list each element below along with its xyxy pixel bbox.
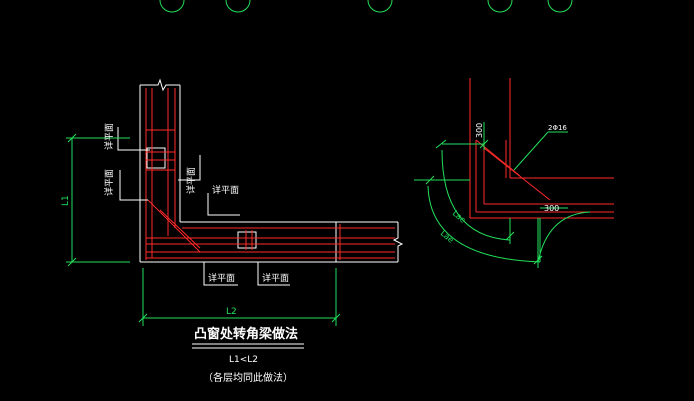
- title-block: 凸窗处转角梁做法 L1<L2 （各层均同此做法）: [192, 326, 304, 384]
- formula-text: L1<L2: [229, 355, 258, 365]
- rebar-label: 2Φ16: [548, 124, 567, 132]
- left-rebar: [145, 88, 395, 260]
- top-axis-circles: [159, 0, 573, 13]
- dim-L2: L2: [226, 307, 237, 317]
- right-detail-outline: [469, 78, 614, 219]
- label-xiangpingmian-4: 详平面: [212, 184, 239, 196]
- dim-L1: L1: [61, 195, 71, 206]
- left-leader-lines: [117, 127, 290, 286]
- title-text: 凸窗处转角梁做法: [194, 326, 298, 342]
- left-beam-outline: [139, 78, 404, 263]
- label-xiangpingmian-3: 详平面: [185, 167, 197, 194]
- dim-300-top: 300: [475, 123, 484, 138]
- label-xiangpingmian-1: 详平面: [103, 123, 115, 150]
- label-xiangpingmian-6: 详平面: [262, 272, 289, 284]
- dim-300-right: 300: [544, 204, 559, 213]
- lae-label-2: Lae: [439, 229, 456, 245]
- left-dimensions: [66, 133, 341, 326]
- note-text: （各层均同此做法）: [203, 371, 293, 384]
- label-xiangpingmian-2: 详平面: [103, 169, 115, 196]
- right-dimensions: [414, 122, 591, 268]
- label-xiangpingmian-5: 详平面: [208, 272, 235, 284]
